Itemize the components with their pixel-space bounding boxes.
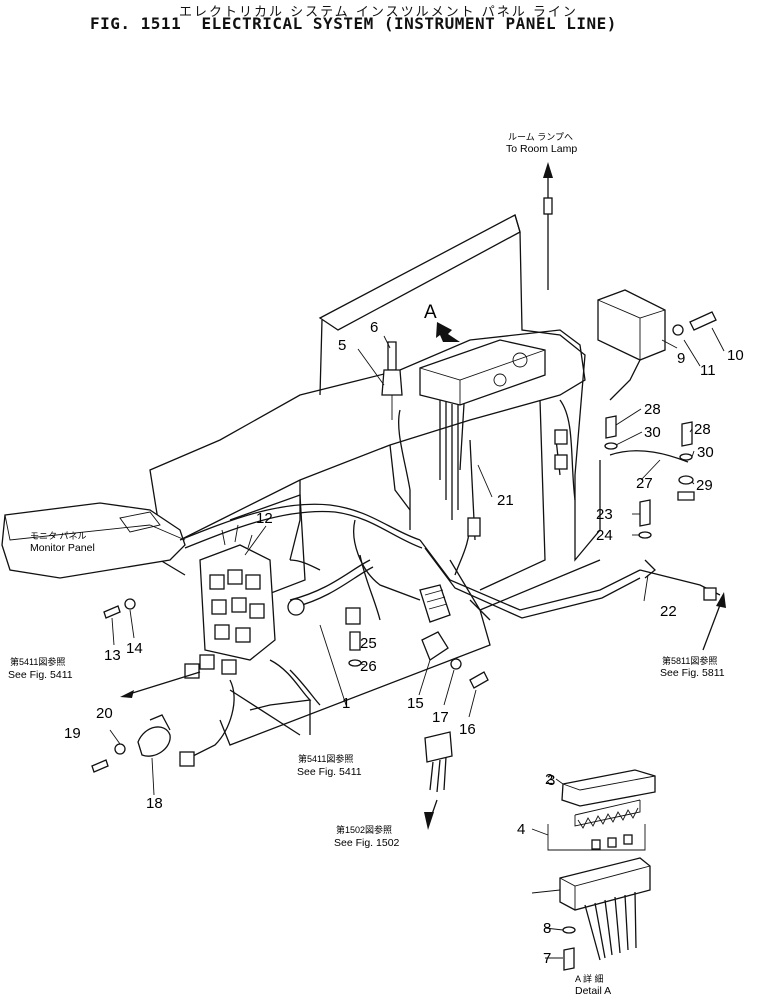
monitor-panel-label: Monitor Panel (30, 542, 95, 554)
callout-21: 21 (497, 492, 514, 509)
callout-24: 24 (596, 527, 613, 544)
callout-26: 26 (360, 658, 377, 675)
figure-title: FIG. 1511 ELECTRICAL SYSTEM (INSTRUMENT … (90, 14, 617, 33)
detail-a: A 詳 細 Detail A (547, 769, 656, 997)
lamp-socket (381, 341, 403, 420)
control-unit (597, 289, 717, 401)
callout-29: 29 (696, 477, 713, 494)
detail-a-label-jp: A 詳 細 (575, 973, 604, 984)
detail-a-label: Detail A (575, 985, 611, 997)
callout-20: 20 (96, 705, 113, 722)
callout-9: 9 (677, 350, 685, 367)
callout-28-right: 28 (694, 421, 711, 438)
callout-17: 17 (432, 709, 449, 726)
fuse-box (419, 339, 546, 520)
see-5411-mid-jp: 第5411図参照 (298, 753, 353, 764)
callout-5: 5 (338, 337, 346, 354)
relay-block (199, 524, 276, 675)
callout-4: 4 (517, 821, 525, 838)
bracket-items (348, 631, 489, 689)
see-1502: See Fig. 1502 (334, 837, 400, 849)
reference-labels: 第5411図参照 See Fig. 5411 第5411図参照 See Fig.… (8, 655, 725, 849)
callout-16: 16 (459, 721, 476, 738)
callout-2: 2 (545, 771, 553, 788)
bolts-left (91, 598, 171, 773)
callout-18: 18 (146, 795, 163, 812)
wiring-harness (179, 399, 721, 767)
callout-3: 3 (547, 772, 555, 789)
callout-11: 11 (700, 362, 716, 379)
callout-1: 1 (342, 695, 350, 712)
detail-a-marker: A (424, 302, 437, 323)
callout-15: 15 (407, 695, 424, 712)
ground-strap (604, 415, 695, 501)
callout-numbers-main: 3 4 5 6 7 8 9 10 11 12 13 14 15 16 17 18… (64, 319, 744, 967)
callout-14: 14 (126, 640, 143, 657)
see-5411-mid: See Fig. 5411 (297, 766, 362, 778)
callout-23: 23 (596, 506, 613, 523)
callout-7: 7 (543, 950, 551, 967)
callout-22: 22 (660, 603, 677, 620)
callout-28-left: 28 (644, 401, 661, 418)
callout-30-left: 30 (644, 424, 661, 441)
callout-30-right: 30 (697, 444, 714, 461)
callout-27: 27 (636, 475, 653, 492)
callout-12: 12 (256, 510, 273, 527)
detail-a-arrow: A (424, 302, 460, 342)
callout-8: 8 (543, 920, 551, 937)
see-5411-left-jp: 第5411図参照 (10, 656, 65, 667)
leader-lines (109, 327, 726, 959)
callout-19: 19 (64, 725, 81, 742)
callout-25: 25 (360, 635, 377, 652)
connector-1502 (424, 731, 453, 830)
title-japanese: エレクトリカル システム インスツルメント パネル ライン (179, 5, 578, 20)
monitor-panel: モニタ パネル Monitor Panel (1, 502, 186, 579)
callout-6: 6 (370, 319, 378, 336)
see-5811-jp: 第5811図参照 (662, 655, 717, 666)
see-5811: See Fig. 5811 (660, 667, 725, 679)
room-lamp-lead: ルーム ランプへ To Room Lamp (506, 132, 577, 290)
callout-13: 13 (104, 647, 121, 664)
callout-10: 10 (727, 347, 744, 364)
callout-numbers: 1 2 (342, 695, 553, 788)
see-1502-jp: 第1502図参照 (336, 824, 392, 835)
monitor-panel-label-jp: モニタ パネル (30, 531, 87, 541)
see-5411-left: See Fig. 5411 (8, 669, 73, 681)
room-lamp-label: To Room Lamp (506, 143, 577, 155)
room-lamp-label-jp: ルーム ランプへ (508, 132, 573, 142)
ground-bolt (638, 499, 656, 579)
